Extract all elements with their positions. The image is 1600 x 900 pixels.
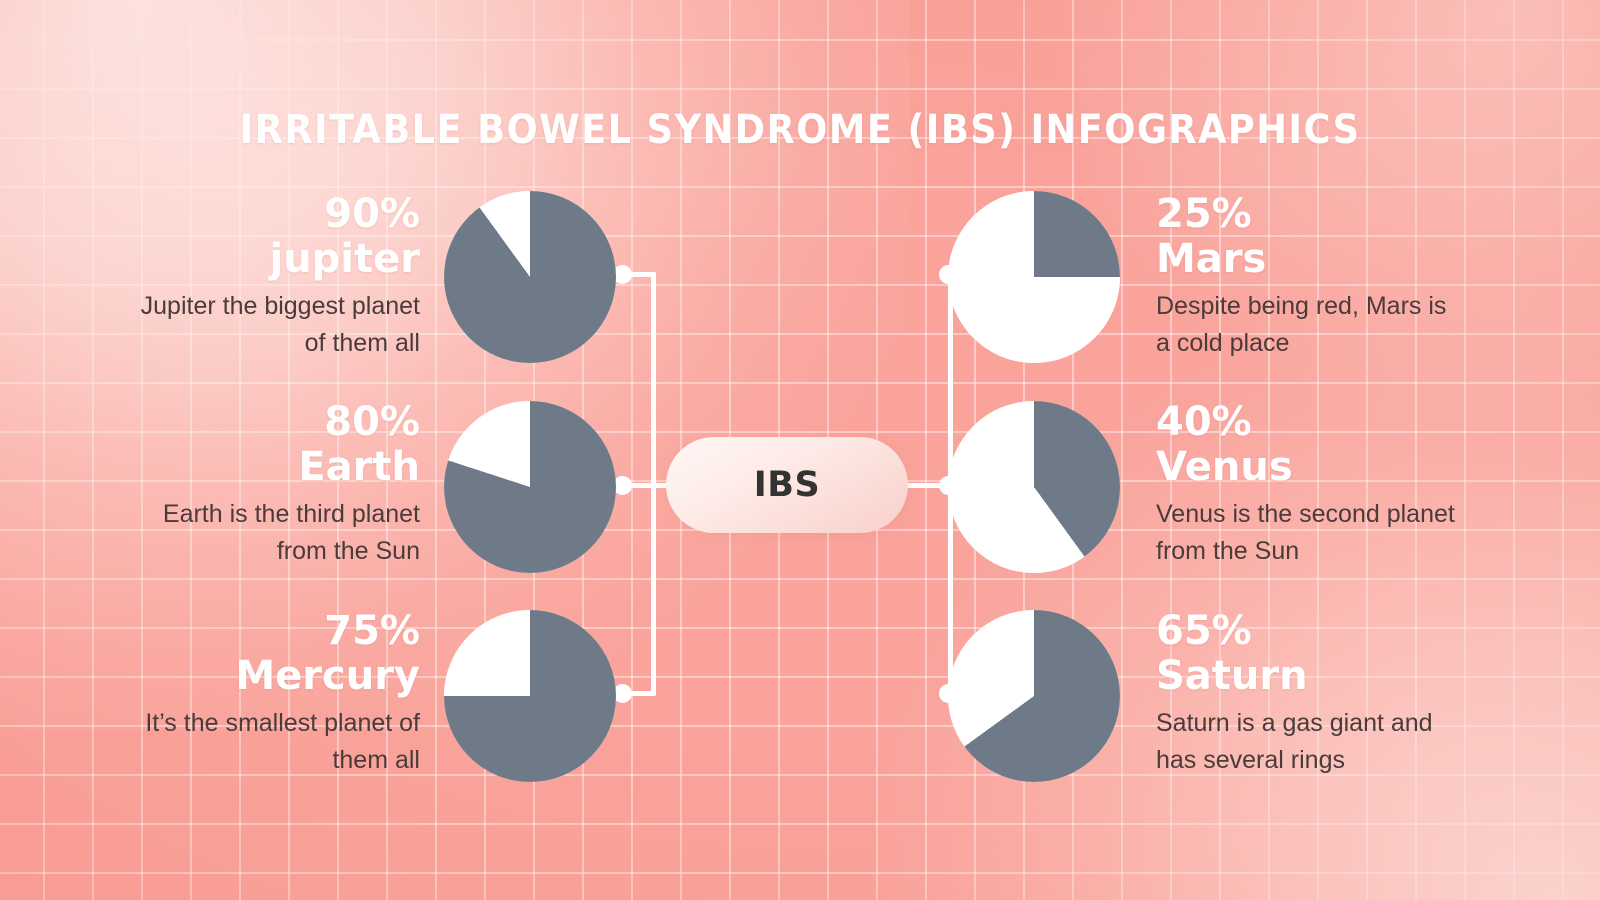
stat-percent-mars: 25% — [1156, 191, 1252, 237]
stat-entry-jupiter: 90% jupiter Jupiter the biggest planet o… — [120, 192, 420, 363]
pie-slice-venus-filled — [948, 401, 1120, 573]
stat-entry-venus: 40% Venus Venus is the second planet fro… — [1156, 400, 1466, 571]
stat-percent-jupiter: 90% — [324, 191, 420, 237]
pie-chart-earth — [444, 401, 616, 573]
center-badge-label: IBS — [753, 465, 821, 505]
stat-description-venus: Venus is the second planet from the Sun — [1156, 499, 1455, 566]
page-title: IRRITABLE BOWEL SYNDROME (IBS) INFOGRAPH… — [239, 107, 1361, 153]
pie-slice-earth-filled — [444, 401, 616, 573]
stat-planet-venus: Venus — [1156, 443, 1293, 490]
pie-chart-saturn — [948, 610, 1120, 782]
left-node-dot-1 — [613, 265, 632, 284]
pie-slice-saturn-filled — [948, 610, 1120, 782]
stat-percent-venus: 40% — [1156, 399, 1252, 445]
pie-chart-jupiter — [444, 191, 616, 363]
stat-entry-mars: 25% Mars Despite being red, Mars is a co… — [1156, 192, 1466, 363]
pie-chart-mars — [948, 191, 1120, 363]
stat-description-earth: Earth is the third planet from the Sun — [162, 499, 420, 566]
left-node-dot-2 — [613, 476, 632, 495]
left-rail-stub-bottom — [624, 691, 656, 696]
left-rail-stub-top — [624, 272, 656, 277]
stat-planet-jupiter: jupiter — [269, 235, 420, 282]
pie-chart-mercury — [444, 610, 616, 782]
stat-planet-mars: Mars — [1156, 235, 1267, 282]
left-rail-stub-middle — [624, 483, 682, 488]
pie-chart-venus — [948, 401, 1120, 573]
stat-description-saturn: Saturn is a gas giant and has several ri… — [1156, 708, 1433, 775]
stat-planet-saturn: Saturn — [1156, 652, 1308, 699]
stat-percent-saturn: 65% — [1156, 608, 1252, 654]
left-node-dot-3 — [613, 684, 632, 703]
stat-entry-saturn: 65% Saturn Saturn is a gas giant and has… — [1156, 609, 1476, 780]
stat-description-mercury: It’s the smallest planet of them all — [145, 708, 420, 775]
stat-description-jupiter: Jupiter the biggest planet of them all — [140, 291, 420, 358]
pie-slice-jupiter-filled — [444, 191, 616, 363]
stat-entry-earth: 80% Earth Earth is the third planet from… — [120, 400, 420, 571]
stat-description-mars: Despite being red, Mars is a cold place — [1156, 291, 1447, 358]
stat-percent-mercury: 75% — [324, 608, 420, 654]
stat-entry-mercury: 75% Mercury It’s the smallest planet of … — [120, 609, 420, 780]
pie-slice-mercury-filled — [444, 610, 616, 782]
right-rail-stub-middle — [898, 483, 978, 488]
stat-planet-mercury: Mercury — [235, 652, 420, 699]
pie-slice-mars-filled — [948, 191, 1120, 363]
center-badge-ibs[interactable]: IBS — [666, 437, 908, 533]
stat-planet-earth: Earth — [298, 443, 420, 490]
stat-percent-earth: 80% — [324, 399, 420, 445]
